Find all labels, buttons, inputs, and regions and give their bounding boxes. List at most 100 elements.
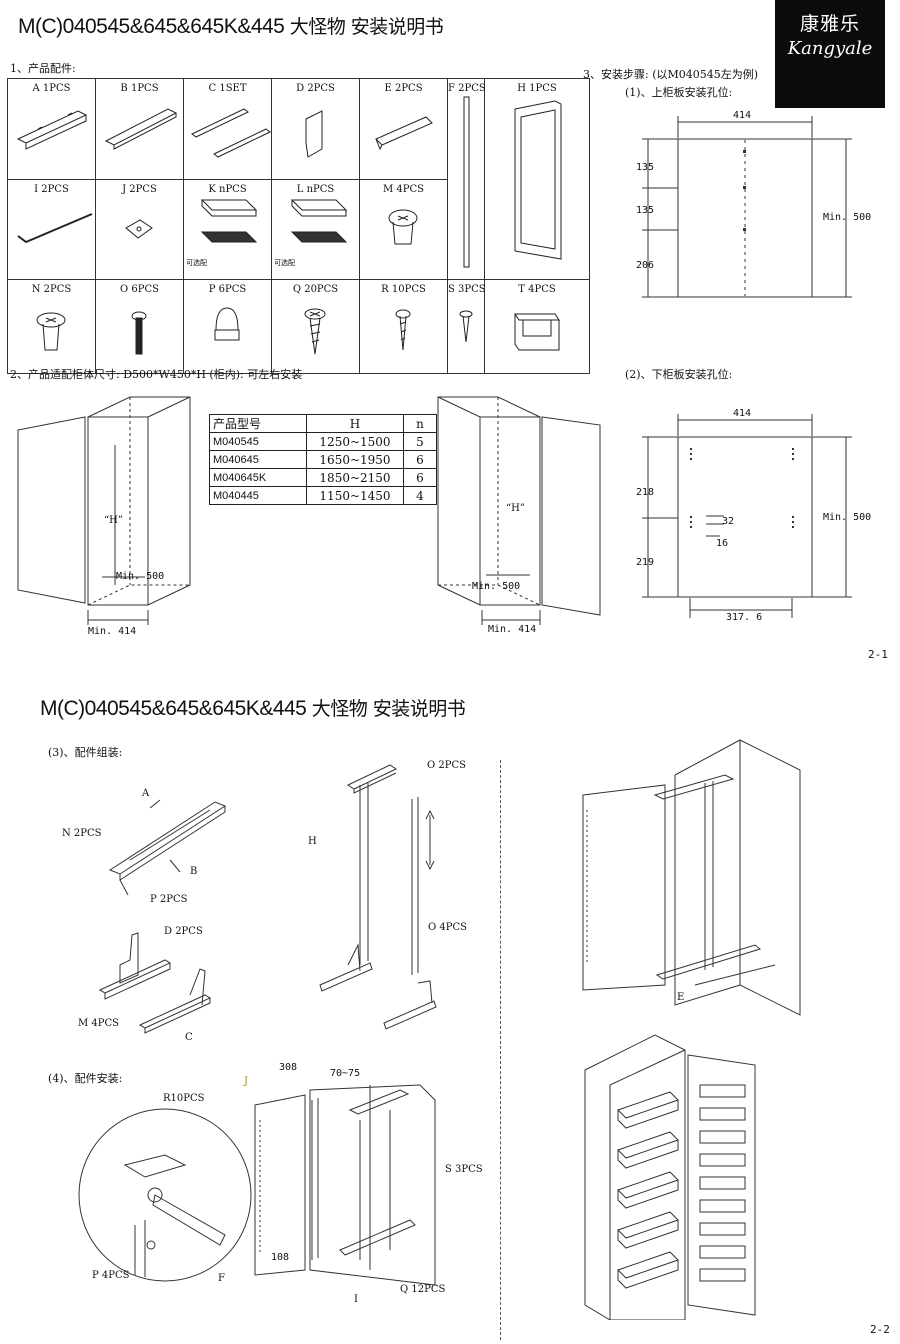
- bottom-dim-218: 218: [636, 487, 655, 498]
- rail-assembly-drawing: [108, 799, 227, 896]
- top-dim-135b: 135: [636, 205, 655, 216]
- part-label: I 2PCS: [34, 183, 69, 195]
- cabinet-left-min414: Min. 414: [88, 626, 137, 637]
- part-cell-h: H 1PCS: [484, 78, 590, 280]
- callout-n: N 2PCS: [62, 828, 102, 839]
- part-label: S 3PCS: [448, 284, 486, 295]
- cabinet-right-drawing: [437, 396, 601, 625]
- installation-heading: (4)、配件安装:: [48, 1072, 123, 1085]
- frame-assembly-drawing: [319, 764, 437, 1030]
- part-c-drawing: [191, 108, 271, 158]
- optional-note: 可选配: [274, 258, 295, 267]
- part-cell-l: L nPCS 可选配: [271, 178, 360, 280]
- part-q-drawing: [304, 308, 326, 355]
- cabinet-installed-drawing: [582, 739, 801, 1016]
- logo-cn: 康雅乐: [799, 13, 860, 35]
- part-label: N 2PCS: [31, 284, 72, 295]
- part-label: R 10PCS: [381, 284, 426, 295]
- bottom-dim-219: 219: [636, 557, 655, 568]
- parts-table: A 1PCS B 1PCS C 1SET D 2PCS E 2PCS F 2PC…: [7, 78, 590, 374]
- assembly-heading: (3)、配件组装:: [48, 746, 123, 759]
- part-n-drawing: [36, 312, 66, 351]
- part-cell-m: M 4PCS: [359, 178, 448, 280]
- bottom-dim-min500: Min. 500: [823, 512, 872, 523]
- part-label: F 2PCS: [448, 83, 486, 94]
- section-steps-heading: 3、安装步骤: (以M040545左为例): [583, 68, 759, 81]
- model-table-header: 产品型号 H n: [209, 414, 437, 433]
- cabinet-left-h-label: “H”: [104, 515, 123, 526]
- top-dim-width: 414: [733, 110, 752, 121]
- page-number-2: 2-2: [870, 1323, 890, 1336]
- part-s-drawing: [459, 310, 473, 343]
- callout-b: B: [190, 866, 198, 877]
- callout-o-2pcs: O 2PCS: [427, 760, 466, 771]
- part-label: O 6PCS: [120, 284, 159, 295]
- part-label: K nPCS: [208, 183, 247, 195]
- part-j-drawing: [125, 218, 153, 239]
- part-l-drawing: [290, 199, 348, 242]
- top-dim-min500: Min. 500: [823, 212, 872, 223]
- part-label: L nPCS: [296, 183, 335, 195]
- page-title: M(C)040545&645&645K&445 大怪物 安装说明书: [18, 12, 444, 39]
- part-label: D 2PCS: [296, 83, 335, 94]
- callout-p: P 2PCS: [150, 894, 188, 905]
- part-r-drawing: [395, 309, 411, 351]
- page2-title: M(C)040545&645&645K&445 大怪物 安装说明书: [40, 694, 466, 721]
- top-dim-135a: 135: [636, 162, 655, 173]
- callout-m: M 4PCS: [78, 1018, 120, 1029]
- title-code: M(C)040545&645&645K&445: [40, 697, 307, 720]
- part-d-drawing: [305, 110, 323, 158]
- part-label: B 1PCS: [120, 83, 159, 94]
- part-e-drawing: [375, 116, 433, 151]
- part-cell-c: C 1SET: [183, 78, 272, 180]
- cabinet-left-min500: Min. 500: [116, 571, 165, 582]
- bottom-dim-16: 16: [716, 538, 729, 549]
- part-o-drawing: [131, 311, 147, 355]
- part-cell-k: K nPCS 可选配: [183, 178, 272, 280]
- brand-logo: 康雅乐 Kangyale: [775, 0, 885, 108]
- step1-heading: (1)、上柜板安装孔位:: [625, 86, 733, 99]
- final-assembly-drawing: [584, 1034, 756, 1320]
- part-p-drawing: [214, 307, 240, 341]
- part-label: Q 20PCS: [292, 284, 339, 295]
- page2-divider: [500, 760, 501, 1340]
- optional-note: 可选配: [186, 258, 207, 267]
- callout-d: D 2PCS: [164, 926, 203, 937]
- callout-f: F: [218, 1273, 225, 1284]
- title-cn: 大怪物 安装说明书: [311, 698, 466, 720]
- part-m-drawing: [388, 209, 418, 244]
- part-label: M 4PCS: [382, 183, 425, 195]
- bottom-dim-317-6: 317. 6: [726, 612, 763, 623]
- step2-heading: (2)、下柜板安装孔位:: [625, 368, 733, 381]
- bottom-board-diagram: [642, 414, 852, 618]
- part-cell-i: I 2PCS: [7, 178, 96, 280]
- detail-magnifier: [78, 1108, 252, 1282]
- section-parts-heading: 1、产品配件:: [10, 62, 76, 75]
- part-cell-s: S 3PCS: [447, 279, 486, 374]
- part-cell-a: A 1PCS: [7, 78, 96, 180]
- part-cell-b: B 1PCS: [95, 78, 184, 180]
- callout-o-4pcs: O 4PCS: [428, 922, 467, 933]
- top-board-diagram: [642, 116, 852, 298]
- part-cell-o: O 6PCS: [95, 279, 184, 374]
- bottom-dim-width: 414: [733, 408, 752, 419]
- dim-308: 308: [279, 1062, 298, 1073]
- callout-r: R10PCS: [163, 1093, 205, 1104]
- part-cell-r: R 10PCS: [359, 279, 448, 374]
- callout-s: S 3PCS: [445, 1164, 483, 1175]
- logo-en: Kangyale: [787, 38, 873, 59]
- page-number-1: 2-1: [868, 648, 888, 661]
- cabinet-right-min500: Min. 500: [472, 581, 521, 592]
- dim-108: 108: [271, 1252, 290, 1263]
- cabinet-right-h-label: “H”: [506, 503, 525, 514]
- callout-p-4pcs: P 4PCS: [92, 1270, 130, 1281]
- callout-c: C: [185, 1032, 193, 1043]
- part-k-drawing: [200, 199, 258, 242]
- part-label: C 1SET: [208, 83, 247, 94]
- bottom-dim-32: 32: [722, 516, 735, 527]
